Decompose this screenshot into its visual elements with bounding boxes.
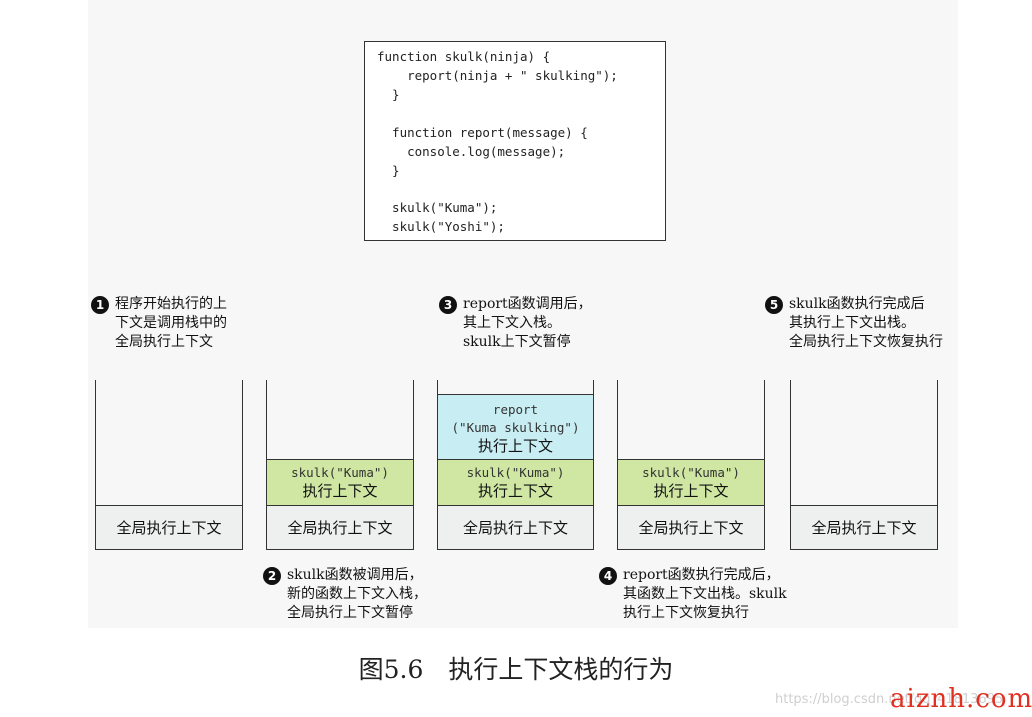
note-line: report函数调用后， [463, 296, 592, 312]
step-number-badge: 2 [263, 567, 281, 585]
step-number-badge: 3 [439, 296, 457, 314]
call-stack-3: report ("Kuma skulking") 执行上下文 skulk("Ku… [437, 380, 594, 550]
skulk-context-frame: skulk("Kuma") 执行上下文 [267, 459, 413, 505]
call-stack-1: 全局执行上下文 [95, 380, 243, 550]
note-line: 执行上下文恢复执行 [623, 605, 749, 621]
frame-context-label: 执行上下文 [653, 482, 729, 500]
note-line: 其执行上下文出栈。 [789, 315, 915, 331]
note-line: skulk函数执行完成后 [789, 296, 925, 312]
global-context-frame: 全局执行上下文 [791, 505, 937, 550]
note-line: skulk函数被调用后， [287, 567, 423, 583]
code-line: skulk("Kuma"); [377, 200, 498, 215]
note-line: skulk上下文暂停 [463, 334, 571, 350]
global-context-frame: 全局执行上下文 [438, 505, 593, 550]
note-line: 全局执行上下文 [115, 334, 213, 350]
step-note-1: 1 程序开始执行的上 下文是调用栈中的 全局执行上下文 [91, 295, 227, 352]
figure-caption: 图5.6 执行上下文栈的行为 [358, 655, 674, 684]
call-stack-4: skulk("Kuma") 执行上下文 全局执行上下文 [617, 380, 765, 550]
code-line: function report(message) { [377, 125, 588, 140]
code-line: } [377, 87, 400, 102]
code-line: function skulk(ninja) { [377, 49, 551, 64]
note-line: 新的函数上下文入栈， [287, 586, 427, 602]
site-logo: aiznh.com [890, 684, 1032, 714]
code-line: console.log(message); [377, 144, 566, 159]
watermark-url: https://blog.csdn.net/qq_41813695 [775, 692, 1004, 707]
call-stack-2: skulk("Kuma") 执行上下文 全局执行上下文 [266, 380, 414, 550]
frame-call-args: ("Kuma skulking") [451, 420, 580, 435]
global-context-frame: 全局执行上下文 [96, 505, 242, 550]
code-line: report(ninja + " skulking"); [377, 68, 618, 83]
step-note-5: 5 skulk函数执行完成后 其执行上下文出栈。 全局执行上下文恢复执行 [765, 295, 943, 352]
frame-call-label: skulk("Kuma") [466, 465, 565, 480]
frame-context-label: 执行上下文 [477, 437, 553, 455]
frame-call-label: skulk("Kuma") [291, 465, 389, 480]
code-line: skulk("Yoshi"); [377, 219, 505, 234]
step-note-4: 4 report函数执行完成后， 其函数上下文出栈。skulk 执行上下文恢复执… [599, 566, 787, 623]
step-number-badge: 4 [599, 567, 617, 585]
note-line: 全局执行上下文恢复执行 [789, 334, 943, 350]
code-line: } [377, 163, 400, 178]
call-stack-5: 全局执行上下文 [790, 380, 938, 550]
note-line: 其上下文入栈。 [463, 315, 561, 331]
note-line: 全局执行上下文暂停 [287, 605, 413, 621]
step-note-3: 3 report函数调用后， 其上下文入栈。 skulk上下文暂停 [439, 295, 592, 352]
step-number-badge: 5 [765, 296, 783, 314]
frame-call-label: skulk("Kuma") [642, 465, 740, 480]
note-line: report函数执行完成后， [623, 567, 780, 583]
skulk-context-frame: skulk("Kuma") 执行上下文 [438, 459, 593, 505]
frame-context-label: 执行上下文 [302, 482, 378, 500]
note-line: 程序开始执行的上 [115, 296, 227, 312]
frame-call-label: report [492, 402, 539, 417]
frame-context-label: 执行上下文 [477, 482, 553, 500]
report-context-frame: report ("Kuma skulking") 执行上下文 [438, 394, 593, 459]
note-line: 下文是调用栈中的 [115, 315, 227, 331]
global-context-frame: 全局执行上下文 [267, 505, 413, 550]
step-number-badge: 1 [91, 296, 109, 314]
global-context-frame: 全局执行上下文 [618, 505, 764, 550]
step-note-2: 2 skulk函数被调用后， 新的函数上下文入栈， 全局执行上下文暂停 [263, 566, 427, 623]
note-line: 其函数上下文出栈。skulk [623, 586, 787, 602]
code-listing: function skulk(ninja) { report(ninja + "… [364, 41, 666, 241]
skulk-context-frame: skulk("Kuma") 执行上下文 [618, 459, 764, 505]
